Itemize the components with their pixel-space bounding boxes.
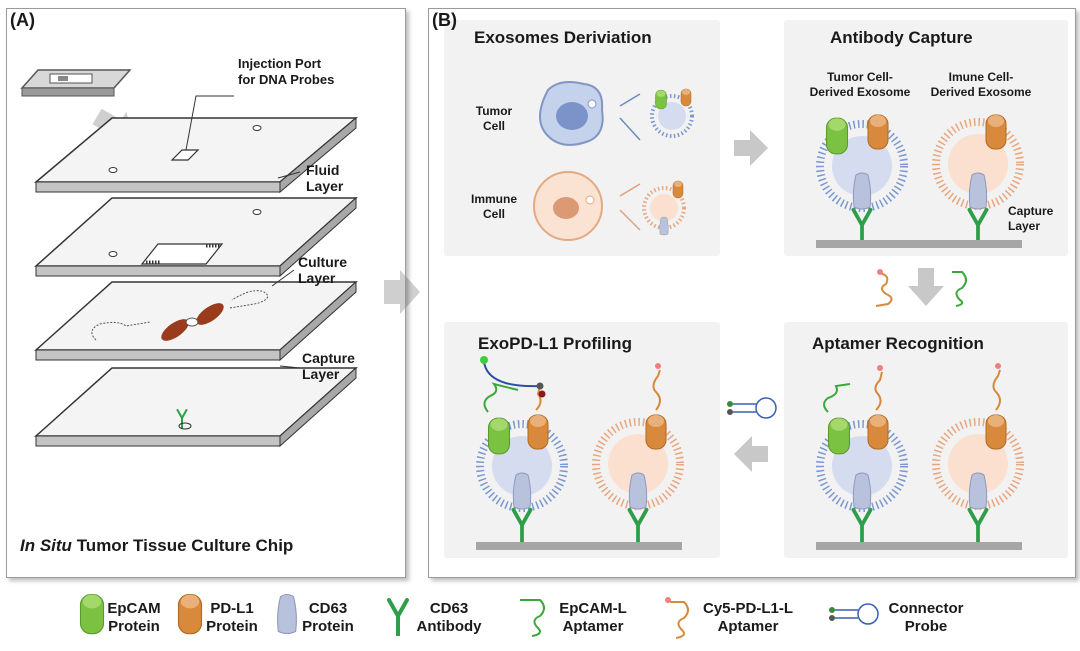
chip-caption: In Situ Tumor Tissue Culture Chip	[20, 536, 293, 556]
left-arrow-icon	[734, 436, 768, 472]
tumor-exosome-small-icon	[650, 88, 694, 138]
chip-drawing	[20, 69, 359, 448]
legend-cy5-aptamer-label: Cy5-PD-L1-L Aptamer	[702, 600, 793, 635]
tumor-exosome-profiled-icon	[476, 356, 568, 512]
panel-b	[428, 8, 1076, 578]
culture-leader-line	[271, 269, 295, 287]
immune-cell-icon	[533, 171, 603, 241]
chip-caption-rest: Tumor Tissue Culture Chip	[76, 536, 294, 555]
down-arrow-icon	[908, 268, 944, 306]
antibody-capture-title: Antibody Capture	[830, 28, 973, 47]
culture-layer-plate	[34, 280, 358, 362]
capture-layer-label: Capture Layer	[302, 350, 355, 382]
legend-antibody-label: CD63 Antibody	[416, 600, 482, 635]
cd63-protein-icon	[277, 593, 297, 635]
immune-exosome-recognition-icon	[932, 363, 1024, 510]
epcam-protein-icon	[79, 594, 105, 635]
capture-layer-b-label: Capture Layer	[1008, 204, 1054, 233]
panel-b-tag: (B)	[432, 10, 457, 30]
panel-a-tag: (A)	[10, 10, 35, 30]
aptamer-pair-icon	[875, 269, 967, 307]
connector-probe-icon	[829, 603, 879, 625]
chip-caption-italic: In Situ	[20, 536, 72, 555]
tumor-cell-label: Tumor Cell	[475, 104, 513, 133]
capture-layer-plate	[34, 366, 358, 448]
injection-port-label: Injection Port for DNA Probes	[238, 56, 335, 87]
legend-pdl1-label: PD-L1 Protein	[206, 600, 258, 635]
culture-layer-label: Culture Layer	[298, 254, 347, 286]
capture-layer-bar	[816, 240, 1022, 248]
immune-exosome-label: Imune Cell- Derived Exosome	[930, 70, 1032, 99]
tumor-exosome-label: Tumor Cell- Derived Exosome	[809, 70, 911, 99]
epcam-aptamer-icon	[520, 599, 545, 637]
exosomes-title: Exosomes Deriviation	[474, 28, 652, 47]
aptamer-recognition-title: Aptamer Recognition	[812, 334, 984, 353]
legend-epcam-label: EpCAM Protein	[107, 600, 161, 635]
right-arrow-icon	[384, 270, 420, 314]
capture-layer-bar	[476, 542, 682, 550]
fluid-layer-label: Fluid Layer	[306, 162, 344, 194]
legend-cd63-label: CD63 Protein	[302, 600, 354, 635]
right-arrow-icon	[734, 130, 768, 166]
immune-cell-label: Immune Cell	[470, 192, 517, 221]
tumor-cell-icon	[539, 81, 604, 146]
pdl1-protein-icon	[177, 594, 203, 635]
capture-leader-line	[279, 365, 301, 369]
exopdl1-profiling-title: ExoPD-L1 Profiling	[478, 334, 632, 353]
legend-epcam-aptamer-label: EpCAM-L Aptamer	[559, 600, 627, 635]
immune-exosome-profiled-icon	[592, 363, 684, 510]
cd63-antibody-icon	[387, 598, 409, 636]
legend-connector-label: Connector Probe	[888, 600, 964, 635]
mini-chip-icon	[20, 69, 132, 97]
tumor-exosome-recognition-icon	[816, 365, 908, 512]
connector-probe-small-icon	[727, 397, 777, 419]
channel-layer-plate	[34, 196, 358, 278]
panel-a	[6, 8, 406, 578]
immune-exosome-small-icon	[642, 180, 686, 236]
tumor-exosome-icon	[816, 114, 908, 212]
fluid-layer-plate	[33, 95, 359, 194]
cy5-pdl1-aptamer-icon	[665, 597, 689, 639]
capture-layer-bar	[816, 542, 1022, 550]
fluid-leader-line	[277, 171, 301, 179]
immune-exosome-icon	[932, 114, 1024, 210]
